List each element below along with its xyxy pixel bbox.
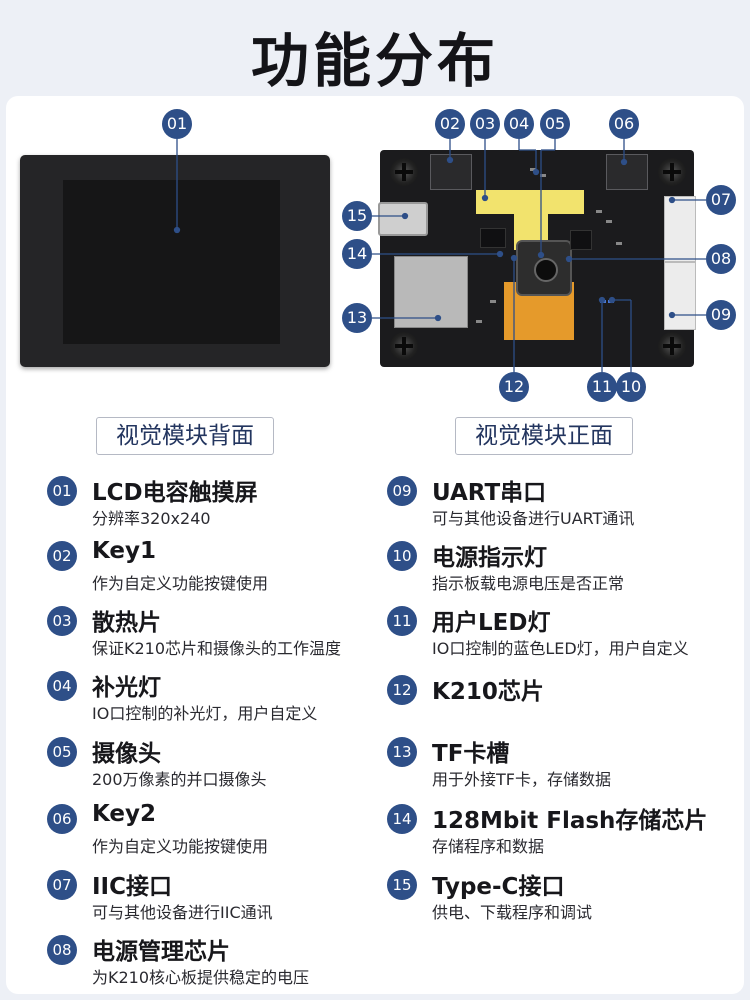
item-number: 05: [47, 737, 77, 767]
callout-14: 14: [342, 239, 372, 269]
back-view-caption: 视觉模块背面: [96, 417, 274, 455]
item-name: 128Mbit Flash存储芯片: [432, 808, 708, 834]
item-number: 01: [47, 476, 77, 506]
item-desc: 指示板载电源电压是否正常: [432, 574, 625, 593]
item-name: 用户LED灯: [432, 610, 551, 636]
key1-button: [430, 154, 472, 190]
callout-07: 07: [706, 185, 736, 215]
callout-03: 03: [470, 109, 500, 139]
callout-13: 13: [342, 303, 372, 333]
item-desc: IO口控制的补光灯，用户自定义: [92, 704, 318, 723]
item-desc: 供电、下载程序和调试: [432, 903, 593, 922]
item-desc: 保证K210芯片和摄像头的工作温度: [92, 639, 342, 658]
item-number: 13: [387, 737, 417, 767]
item-number: 06: [47, 804, 77, 834]
pcb-module-front: [378, 150, 696, 367]
screw-icon: [390, 158, 418, 186]
item-name: Key2: [92, 801, 157, 827]
item-number: 11: [387, 606, 417, 636]
item-desc: 用于外接TF卡，存储数据: [432, 770, 611, 789]
callout-04: 04: [504, 109, 534, 139]
lcd-module-back: [20, 155, 330, 367]
callout-05: 05: [540, 109, 570, 139]
item-name: Key1: [92, 538, 157, 564]
type-c-port: [378, 202, 428, 236]
item-name: 散热片: [92, 610, 161, 636]
item-number: 07: [47, 870, 77, 900]
item-desc: 为K210核心板提供稳定的电压: [92, 968, 310, 987]
item-number: 15: [387, 870, 417, 900]
callout-12: 12: [499, 372, 529, 402]
item-name: 摄像头: [92, 741, 161, 767]
callout-01: 01: [162, 109, 192, 139]
item-name: TF卡槽: [432, 741, 510, 767]
item-desc: 作为自定义功能按键使用: [92, 574, 269, 593]
uart-connector: [664, 262, 696, 330]
lens-icon: [534, 258, 558, 282]
item-number: 12: [387, 675, 417, 705]
item-desc: 作为自定义功能按键使用: [92, 837, 269, 856]
item-name: 电源指示灯: [432, 545, 547, 571]
key2-button: [606, 154, 648, 190]
screw-icon: [658, 332, 686, 360]
screw-icon: [658, 158, 686, 186]
pmic-chip: [570, 230, 592, 250]
item-desc: 存储程序和数据: [432, 837, 545, 856]
item-name: 补光灯: [92, 675, 161, 701]
item-number: 14: [387, 804, 417, 834]
iic-connector: [664, 196, 696, 262]
item-desc: 200万像素的并口摄像头: [92, 770, 267, 789]
callout-10: 10: [616, 372, 646, 402]
front-view-caption: 视觉模块正面: [455, 417, 633, 455]
callout-11: 11: [587, 372, 617, 402]
item-number: 08: [47, 935, 77, 965]
callout-08: 08: [706, 244, 736, 274]
callout-15: 15: [342, 201, 372, 231]
callout-09: 09: [706, 300, 736, 330]
item-number: 03: [47, 606, 77, 636]
callout-06: 06: [609, 109, 639, 139]
item-number: 10: [387, 541, 417, 571]
camera-module: [516, 240, 572, 296]
tf-card-slot: [394, 256, 468, 328]
item-name: LCD电容触摸屏: [92, 480, 258, 506]
item-name: Type-C接口: [432, 874, 565, 900]
item-desc: IO口控制的蓝色LED灯，用户自定义: [432, 639, 689, 658]
callout-02: 02: [435, 109, 465, 139]
lcd-screen: [63, 180, 280, 344]
item-desc: 可与其他设备进行IIC通讯: [92, 903, 273, 922]
item-desc: 可与其他设备进行UART通讯: [432, 509, 635, 528]
item-number: 02: [47, 541, 77, 571]
flash-chip: [480, 228, 506, 248]
item-name: UART串口: [432, 480, 547, 506]
item-number: 04: [47, 671, 77, 701]
item-name: 电源管理芯片: [92, 939, 230, 965]
item-name: IIC接口: [92, 874, 172, 900]
item-number: 09: [387, 476, 417, 506]
page-title: 功能分布: [250, 27, 499, 95]
item-name: K210芯片: [432, 679, 544, 705]
item-desc: 分辨率320x240: [92, 509, 211, 528]
screw-icon: [390, 332, 418, 360]
